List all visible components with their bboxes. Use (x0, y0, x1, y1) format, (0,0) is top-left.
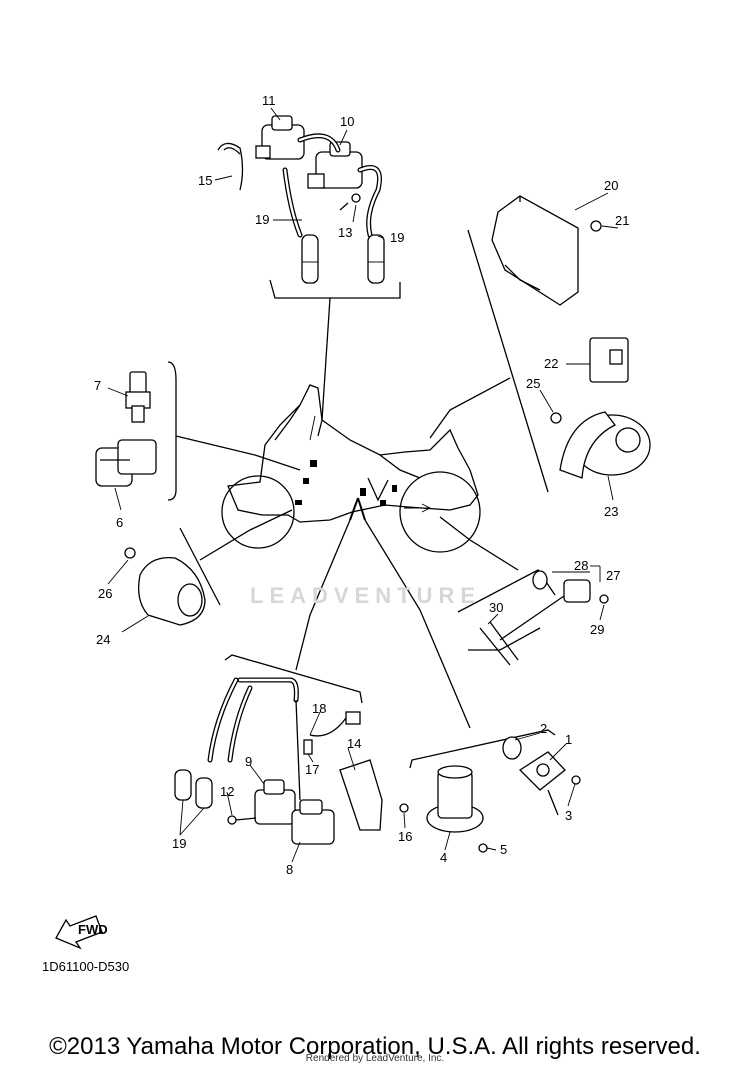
callout-20: 20 (604, 178, 618, 193)
callout-19: 19 (390, 230, 404, 245)
o-ring-2 (502, 736, 522, 760)
horn-23 (559, 411, 651, 479)
callout-27: 27 (606, 568, 620, 583)
callout-23: 23 (604, 504, 618, 519)
render-credit: Rendered by LeadVenture, Inc. (305, 1053, 445, 1064)
bolt-5 (478, 843, 488, 853)
callout-22: 22 (544, 356, 558, 371)
coil-cables-19 (174, 677, 299, 809)
bolt-12 (227, 815, 257, 825)
svg-text:FWD: FWD (78, 922, 108, 937)
callout-28: 28 (574, 558, 588, 573)
callout-29: 29 (590, 622, 604, 637)
callout-30: 30 (489, 600, 503, 615)
callout-2: 2 (540, 721, 547, 736)
callout-21: 21 (615, 213, 629, 228)
spark-plug-caps-19 (282, 133, 385, 284)
sensor-6 (95, 439, 157, 487)
callout-26: 26 (98, 586, 112, 601)
bolt-29 (599, 594, 609, 604)
ecu-20 (491, 195, 579, 306)
bolt-26 (124, 547, 136, 559)
callout-10: 10 (340, 114, 354, 129)
horn-24 (137, 556, 206, 626)
bolt-13 (339, 193, 361, 211)
callout-7: 7 (94, 378, 101, 393)
callout-12: 12 (220, 784, 234, 799)
callout-25: 25 (526, 376, 540, 391)
callout-19: 19 (255, 212, 269, 227)
bolt-16 (399, 803, 409, 813)
ignition-coil-9 (254, 779, 296, 825)
solenoid-4 (426, 765, 484, 833)
relay-22 (589, 337, 629, 383)
sensor-27 (499, 579, 591, 641)
group-brackets (167, 229, 556, 769)
bracket-14 (339, 759, 383, 831)
callout-3: 3 (565, 808, 572, 823)
callout-4: 4 (440, 850, 447, 865)
callout-5: 5 (500, 842, 507, 857)
screw-3 (571, 775, 581, 785)
callout-18: 18 (312, 701, 326, 716)
callout-1: 1 (565, 732, 572, 747)
ignition-coil-11 (255, 115, 305, 160)
fwd-arrow: FWD (55, 915, 108, 950)
switch-7 (125, 371, 151, 423)
callout-6: 6 (116, 515, 123, 530)
callout-leaders (107, 107, 619, 863)
wire-lead-15 (217, 142, 244, 191)
callout-24: 24 (96, 632, 110, 647)
callout-19: 19 (172, 836, 186, 851)
callout-14: 14 (347, 736, 361, 751)
callout-16: 16 (398, 829, 412, 844)
o-ring-28 (532, 570, 548, 590)
connector-18 (309, 711, 361, 737)
callout-17: 17 (305, 762, 319, 777)
diagram-code: 1D61100-D530 (42, 959, 130, 974)
callout-numbers: 11 10 15 19 13 19 20 21 22 25 23 7 6 26 … (94, 93, 629, 877)
watermark: LEADVENTURE (250, 583, 482, 608)
copyright-notice: ©2013 Yamaha Motor Corporation, U.S.A. A… (49, 1033, 701, 1060)
bolt-21 (590, 220, 602, 232)
sensor-1 (518, 751, 566, 816)
clip-17 (303, 739, 313, 755)
callout-11: 11 (262, 93, 276, 108)
callout-13: 13 (338, 225, 352, 240)
callout-9: 9 (245, 754, 252, 769)
motorcycle-silhouette (221, 384, 481, 553)
callout-8: 8 (286, 862, 293, 877)
callout-15: 15 (198, 173, 212, 188)
ignition-coil-8 (291, 699, 335, 845)
bolt-25 (550, 412, 562, 424)
cable-30 (468, 621, 541, 666)
